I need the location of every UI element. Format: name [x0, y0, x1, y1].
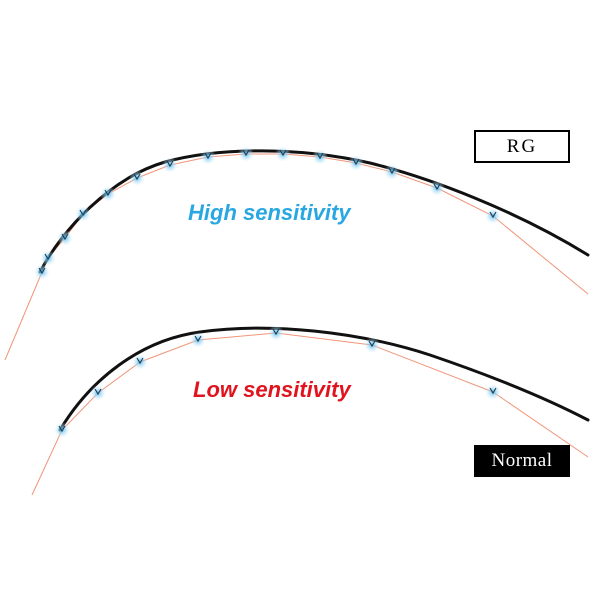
guide-ring: [61, 233, 69, 241]
guide-ring: [279, 149, 287, 157]
guide-ring: [242, 149, 250, 157]
guide-ring: [79, 209, 87, 217]
guide-ring: [204, 152, 212, 160]
bottom-rod-guides: [54, 325, 501, 438]
bottom-rod-group: [31, 325, 590, 496]
rg-tag: RG: [474, 130, 570, 163]
guide-ring: [194, 335, 202, 343]
guide-ring: [58, 425, 66, 433]
guide-ring: [136, 357, 144, 365]
guide-ring: [38, 267, 46, 275]
guide-ring: [489, 387, 497, 395]
top-rod-guides: [34, 146, 501, 280]
top-rod-group: [4, 146, 590, 361]
guide-ring: [316, 152, 324, 160]
guide-ring: [272, 328, 280, 336]
guide-ring: [44, 253, 52, 261]
guide-ring: [433, 183, 441, 191]
guide-ring: [352, 158, 360, 166]
guide-ring: [489, 211, 497, 219]
high-sensitivity-caption: High sensitivity: [188, 200, 351, 225]
guide-ring: [368, 340, 376, 348]
guide-ring: [104, 189, 112, 197]
guide-ring: [166, 160, 174, 168]
guide-ring: [94, 388, 102, 396]
normal-tag: Normal: [474, 445, 570, 477]
low-sensitivity-caption: Low sensitivity: [193, 377, 351, 402]
guide-ring: [388, 167, 396, 175]
guide-ring: [133, 173, 141, 181]
bottom-rod-blank: [58, 326, 590, 432]
